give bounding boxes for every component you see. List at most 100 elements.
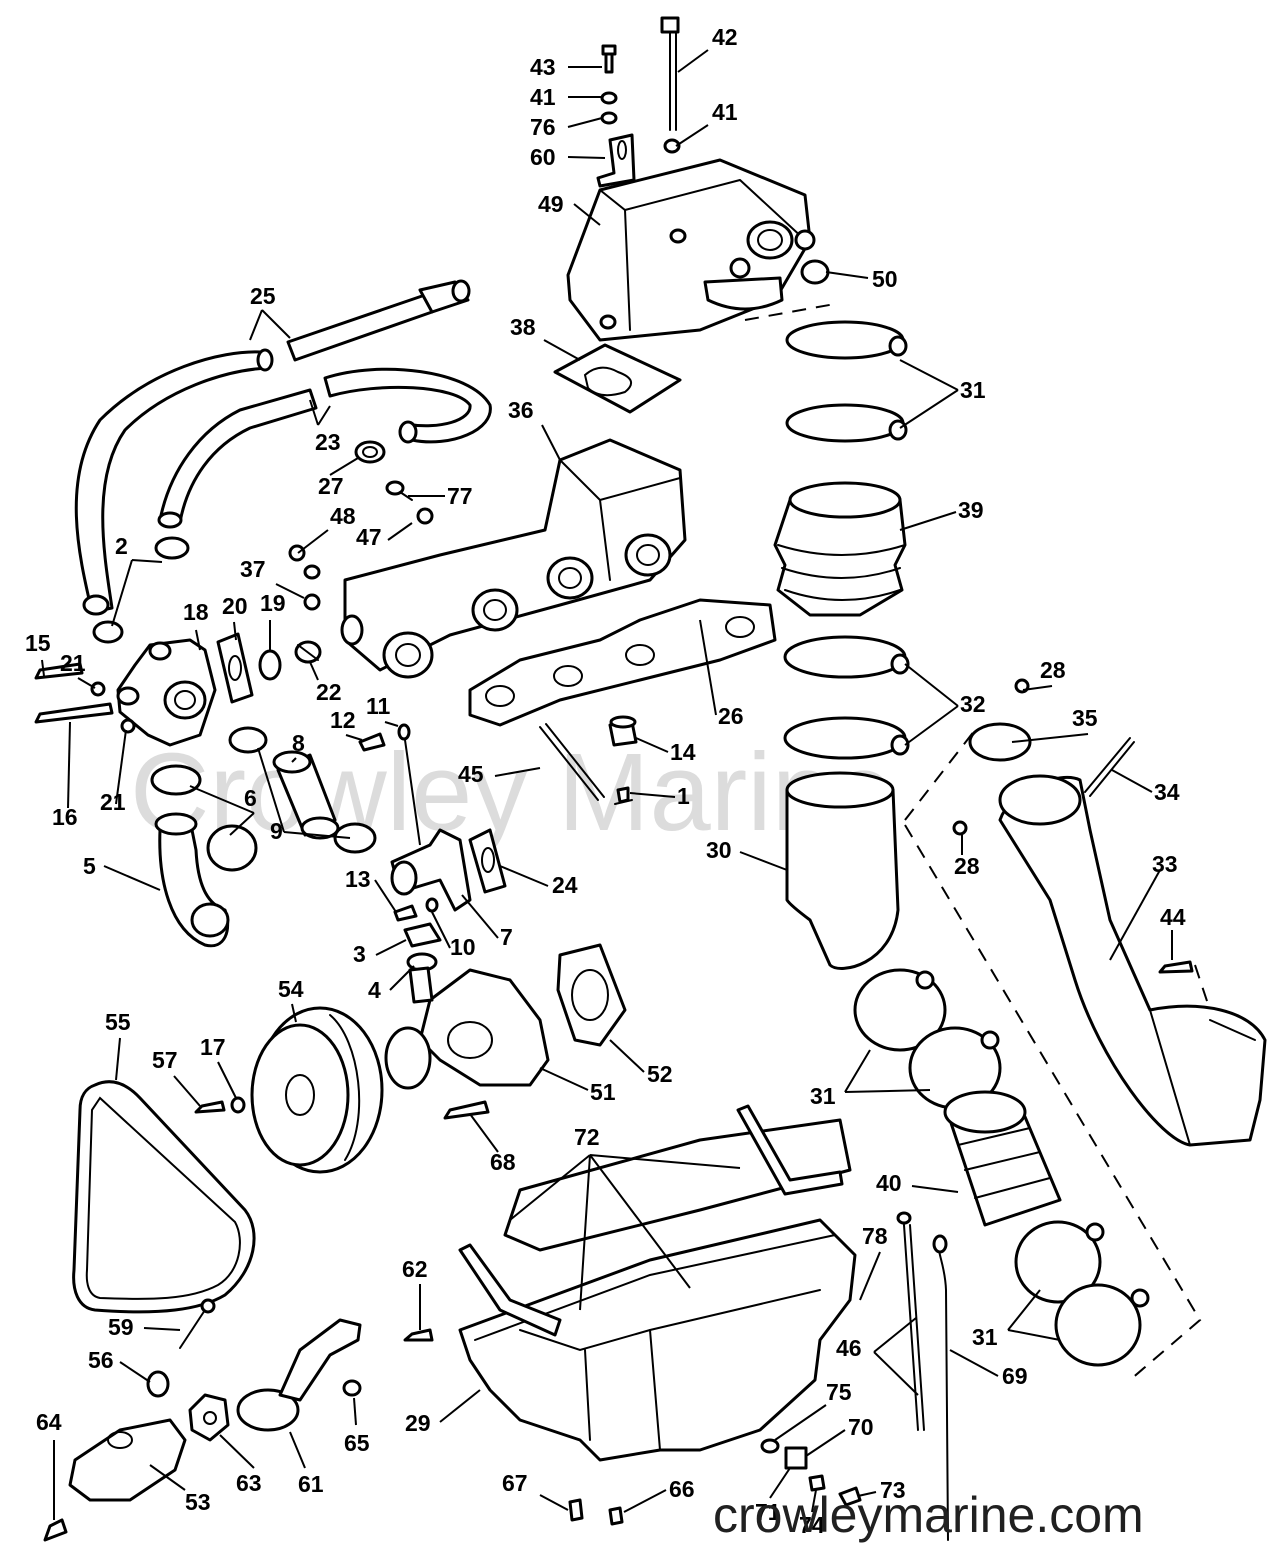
small-fittings [358,723,442,972]
thermostat-seal [258,649,282,681]
bolt-62-nut-65 [342,1328,434,1397]
elbow-hose [154,812,230,948]
callout-77: 77 [447,483,473,509]
mounting-bracket [596,133,636,188]
callout-26: 26 [718,703,744,729]
callout-34: 34 [1154,779,1180,805]
callout-7: 7 [500,924,513,950]
clamp-31-lower [1014,1220,1150,1367]
water-pump [384,966,550,1090]
exhaust-bellows [773,481,907,617]
oil-pan-drain-hardware [568,1438,862,1526]
callout-70: 70 [848,1414,874,1440]
callout-31: 31 [960,377,986,403]
long-water-hose [74,279,471,616]
callout-46: 46 [836,1335,862,1361]
callout-71: 71 [755,1499,781,1525]
callout-32: 32 [960,691,986,717]
callout-40: 40 [876,1170,902,1196]
callout-35: 35 [1072,705,1098,731]
bypass-hose [272,750,340,840]
callout-20: 20 [222,593,248,619]
callout-15: 15 [25,630,51,656]
oil-pan [458,1118,857,1462]
clamp-32 [783,635,910,760]
callout-62: 62 [402,1256,428,1282]
callout-47: 47 [356,524,382,550]
callout-41: 41 [712,99,738,125]
callout-8: 8 [292,730,305,756]
callout-28: 28 [954,853,980,879]
callout-36: 36 [508,397,534,423]
elbow-gasket [553,343,682,414]
callout-12: 12 [330,707,356,733]
callout-53: 53 [185,1489,211,1515]
housing-gasket [216,632,254,704]
curved-water-hose [157,367,492,529]
callout-37: 37 [240,556,266,582]
callout-69: 69 [1002,1363,1028,1389]
crankshaft-pulley [250,1006,384,1174]
callout-59: 59 [108,1314,134,1340]
water-outlet-elbow [390,828,472,912]
callout-11: 11 [366,693,391,719]
callout-76: 76 [530,114,556,140]
long-stud-bolt [660,16,680,131]
callout-21: 21 [100,789,126,815]
clamp-31-upper [785,320,908,443]
callout-51: 51 [590,1079,616,1105]
callout-25: 25 [250,283,276,309]
callout-16: 16 [52,804,78,830]
top-bolt-and-washers [600,44,681,154]
exhaust-manifold [340,438,687,679]
callout-49: 49 [538,191,564,217]
callout-28: 28 [1040,657,1066,683]
exhaust-pipe-33 [998,774,1267,1147]
dipstick-tube-78 [896,1211,925,1431]
assembly-dashes [744,303,1211,1381]
hose-clamps-6 [150,764,258,872]
callout-64: 64 [36,1409,62,1435]
bolt-44 [1158,960,1194,974]
callout-48: 48 [330,503,356,529]
oil-pump [68,1418,187,1502]
callout-52: 52 [647,1061,673,1087]
callout-31: 31 [810,1083,836,1109]
callout-55: 55 [105,1009,131,1035]
callout-23: 23 [315,429,341,455]
clamp-31-middle [853,968,1002,1110]
callout-63: 63 [236,1470,262,1496]
long-stud [539,723,605,801]
callout-31: 31 [972,1324,998,1350]
nut-56-stud-59 [146,1298,216,1398]
watermark-website-text: crowleymarine.com [713,1487,1144,1543]
callout-78: 78 [862,1223,888,1249]
housing-bolts [34,662,136,734]
manifold-gasket [468,598,777,727]
callout-29: 29 [405,1410,431,1436]
drain-fittings [608,715,638,805]
callout-14: 14 [670,739,696,765]
callout-30: 30 [706,837,732,863]
thermostat [294,640,322,664]
callout-22: 22 [316,679,342,705]
callout-42: 42 [712,24,738,50]
exhaust-bellows-40 [943,1090,1062,1227]
hose-clamp-small [354,440,386,464]
outlet-gasket [468,828,507,894]
callout-68: 68 [490,1149,516,1175]
callout-45: 45 [458,761,484,787]
callout-18: 18 [183,599,209,625]
callout-61: 61 [298,1471,324,1497]
thermostat-housing [116,638,217,747]
dipstick-69 [932,1234,949,1541]
pickup-gasket-63 [188,1393,230,1442]
callout-17: 17 [200,1034,226,1060]
callout-75: 75 [826,1379,852,1405]
callout-38: 38 [510,314,536,340]
leader-lines [41,49,1173,1520]
hose-clamps-9 [228,726,377,854]
callout-72: 72 [574,1124,600,1150]
